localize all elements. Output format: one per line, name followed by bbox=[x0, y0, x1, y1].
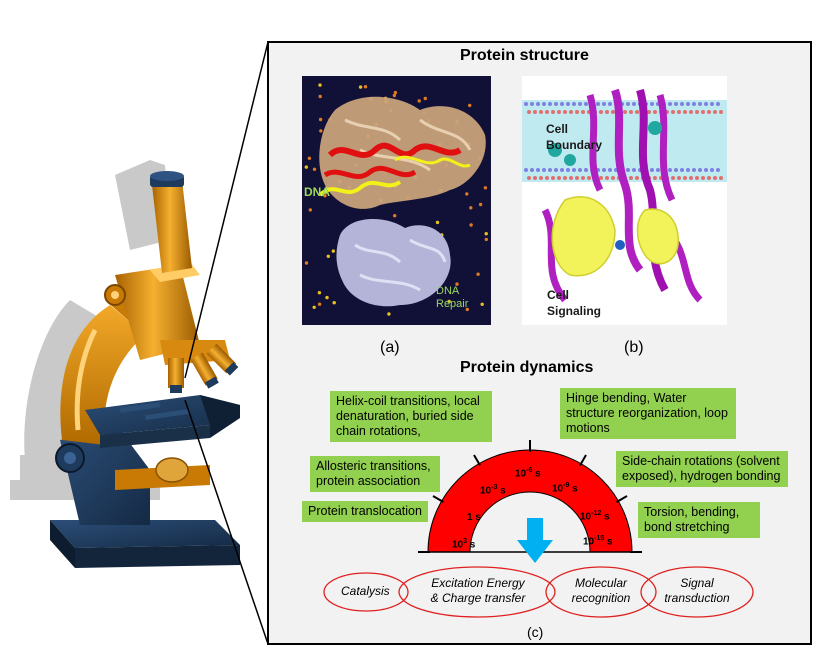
time-1e3: 103 s bbox=[452, 538, 476, 551]
function-signal: Signal transduction bbox=[664, 576, 730, 605]
title-protein-structure: Protein structure bbox=[460, 47, 589, 64]
process-hinge: Hinge bending, Water structure reorganiz… bbox=[560, 388, 736, 439]
process-side-chain: Side-chain rotations (solvent exposed), … bbox=[616, 451, 788, 487]
process-torsion: Torsion, bending, bond stretching bbox=[638, 502, 760, 538]
ellipse-signal bbox=[640, 566, 754, 618]
zoom-line-top bbox=[184, 41, 269, 379]
protein-image-b bbox=[522, 76, 727, 325]
label-b: (b) bbox=[624, 339, 644, 356]
time-1e-3: 10-3 s bbox=[480, 484, 506, 497]
time-1e-6: 10-6 s bbox=[515, 467, 541, 480]
process-translocation: Protein translocation bbox=[302, 501, 428, 522]
function-catalysis: Catalysis bbox=[341, 584, 390, 598]
protein-image-a bbox=[302, 76, 491, 325]
title-protein-dynamics: Protein dynamics bbox=[460, 359, 594, 376]
microscope-illustration bbox=[10, 160, 240, 568]
ellipse-catalysis bbox=[323, 572, 409, 612]
time-1e-12: 10-12 s bbox=[580, 510, 610, 523]
dna-label: DNA bbox=[304, 185, 330, 199]
time-1: 1 s bbox=[467, 512, 481, 523]
time-1e-15: 10-15 s bbox=[583, 535, 613, 548]
label-a: (a) bbox=[380, 339, 400, 356]
down-arrow bbox=[517, 518, 553, 563]
label-c: (c) bbox=[527, 624, 544, 640]
ellipse-molecular bbox=[545, 566, 657, 618]
function-excitation: Excitation Energy & Charge transfer bbox=[430, 576, 526, 605]
time-1e-9: 10-9 s bbox=[552, 482, 578, 495]
cell-boundary-label: Cell Boundary bbox=[546, 122, 603, 152]
dna-repair-label: DNA Repair bbox=[436, 285, 469, 310]
process-allosteric: Allosteric transitions, protein associat… bbox=[310, 456, 440, 492]
ellipse-excitation bbox=[398, 566, 556, 618]
zoom-line-bottom bbox=[184, 399, 269, 645]
process-helix-coil: Helix-coil transitions, local denaturati… bbox=[330, 391, 492, 442]
cell-signaling-label: Cell Signaling bbox=[547, 288, 601, 318]
function-molecular: Molecular recognition bbox=[571, 576, 631, 605]
